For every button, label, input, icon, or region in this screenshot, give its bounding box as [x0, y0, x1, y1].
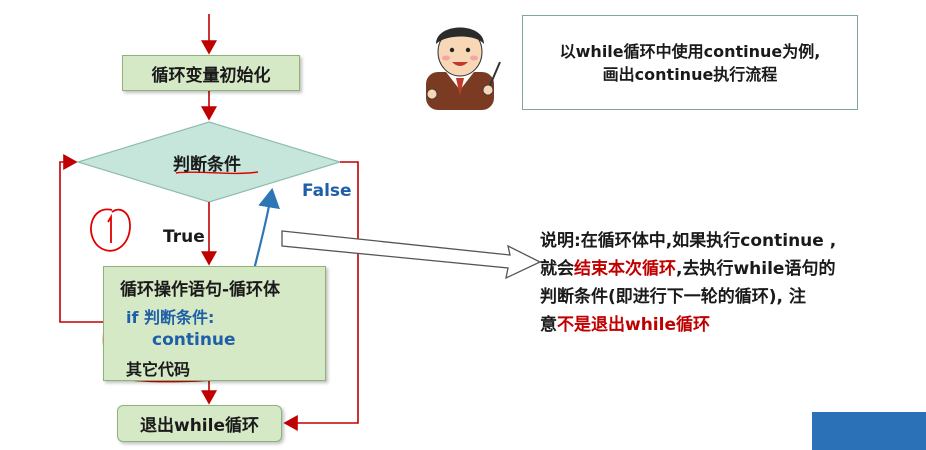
corner-decoration	[812, 412, 926, 450]
desc-highlight-end-iteration: 结束本次循环	[574, 259, 676, 279]
continue-statement: continue	[152, 330, 236, 350]
desc-line-1: 说明:在循环体中,如果执行continue ,	[540, 231, 837, 251]
loop-back-arrow	[59, 154, 103, 323]
note-line-1: 以while循环中使用continue为例,	[559, 41, 821, 61]
underline-cond	[175, 171, 259, 175]
desc-highlight-not-exit: 不是退出while循环	[557, 315, 710, 335]
false-arrow	[283, 161, 359, 431]
false-label: False	[302, 181, 352, 201]
pointer-arrow	[281, 230, 542, 280]
desc-line-2a: 就会	[540, 259, 574, 279]
desc-line-2: 就会结束本次循环,去执行while语句的	[540, 255, 915, 283]
exit-box: 退出while循环	[117, 405, 282, 442]
loop-body-title: 循环操作语句-循环体	[120, 280, 281, 300]
handdrawn-circle	[90, 208, 131, 252]
init-label: 循环变量初始化	[151, 65, 271, 86]
note-line-2: 画出continue执行流程	[602, 64, 778, 84]
loop-body-box	[103, 266, 326, 381]
note-box: 以while循环中使用continue为例, 画出continue执行流程	[522, 15, 858, 110]
handdrawn-one	[107, 213, 112, 243]
desc-line-2b: ,去执行while语句的	[676, 259, 836, 279]
init-box: 循环变量初始化	[122, 55, 300, 91]
desc-line-4: 意不是退出while循环	[540, 311, 915, 339]
description-text: 说明:在循环体中,如果执行continue , 就会结束本次循环,去执行whil…	[540, 227, 915, 339]
true-label: True	[163, 227, 205, 247]
teacher-icon	[426, 27, 501, 110]
exit-label: 退出while循环	[140, 416, 259, 436]
if-statement: if 判断条件:	[126, 308, 215, 327]
desc-line-3: 判断条件(即进行下一轮的循环), 注	[540, 287, 806, 307]
desc-line-4a: 意	[540, 315, 557, 335]
condition-label: 判断条件	[173, 155, 241, 175]
other-code: 其它代码	[126, 360, 191, 379]
